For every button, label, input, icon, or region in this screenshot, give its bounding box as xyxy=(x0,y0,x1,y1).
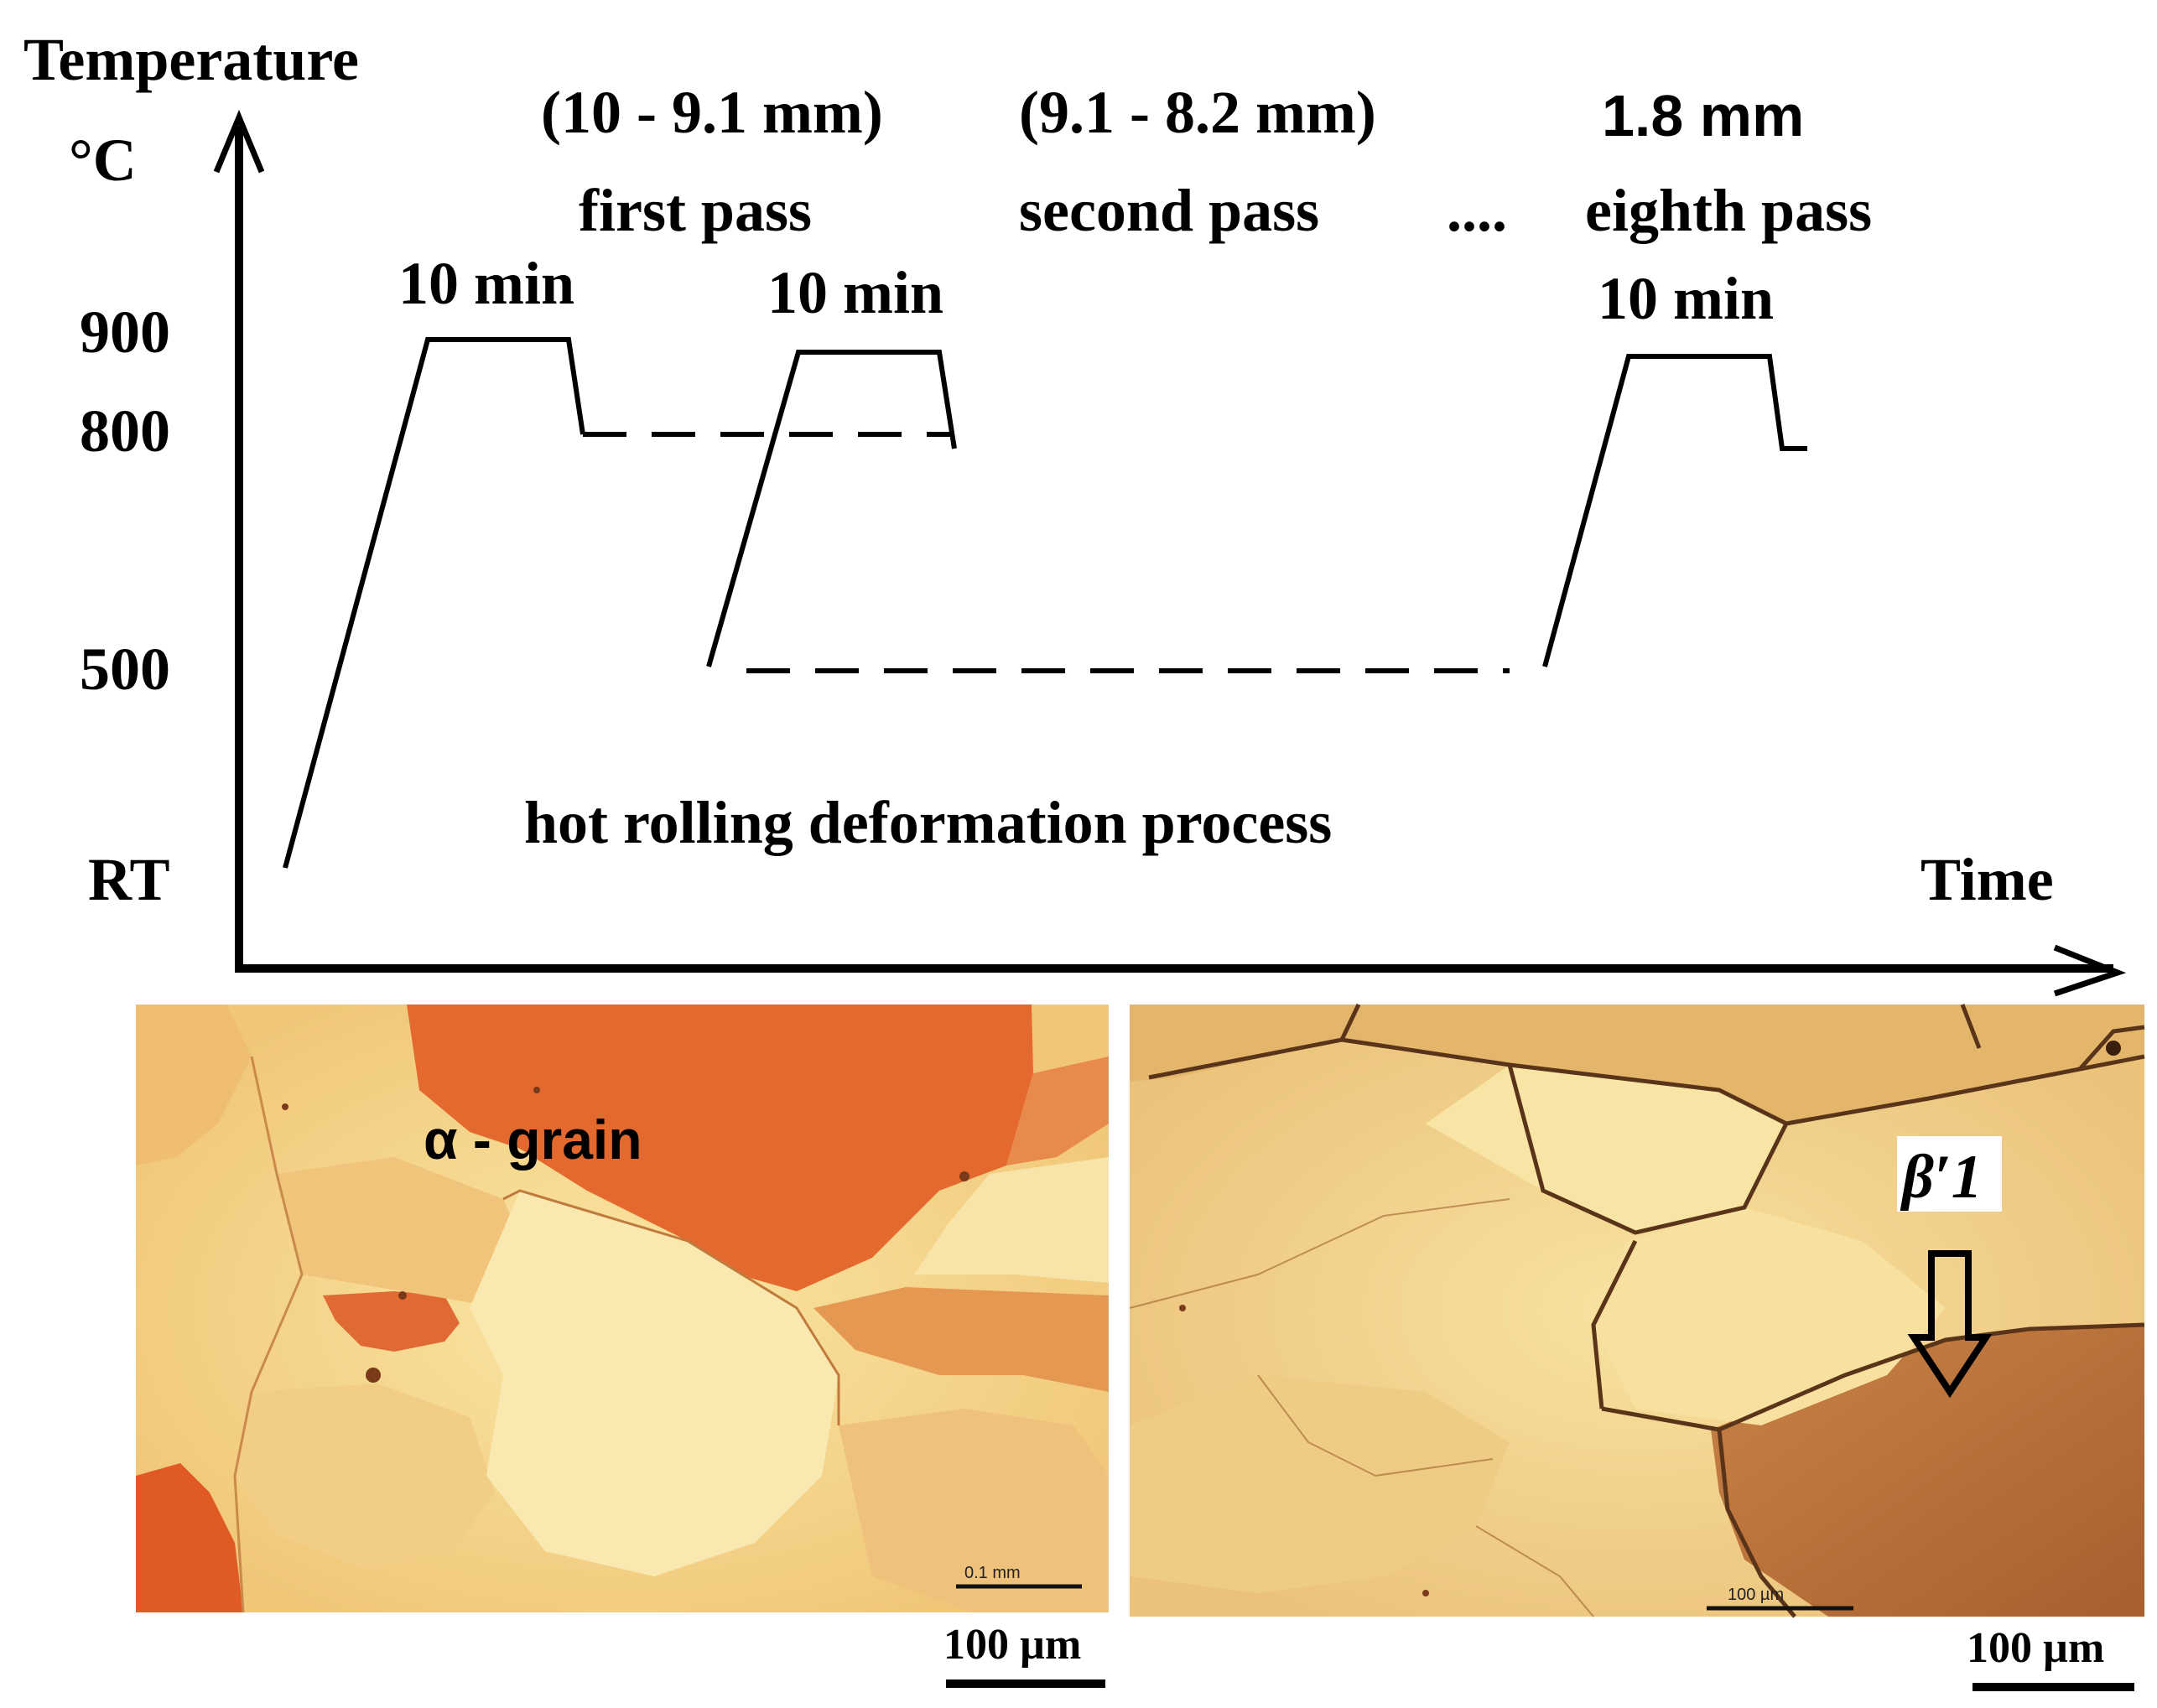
y-tick-500: 500 xyxy=(80,636,170,703)
grain-light-right xyxy=(914,1157,1109,1283)
pass2-thickness: (9.1 - 8.2 mm) xyxy=(1019,79,1376,146)
temperature-profile xyxy=(283,337,1807,869)
pass2-name: second pass xyxy=(1019,177,1319,244)
grain-boundaries-2 xyxy=(1148,1003,2145,1618)
grain-mid-lower xyxy=(235,1384,495,1568)
y-axis-arrowhead xyxy=(213,109,265,174)
y-tick-rt: RT xyxy=(88,846,170,913)
grain-mid-bottom xyxy=(839,1409,1109,1612)
ellipsis: .... xyxy=(1447,177,1507,244)
embedded-scale-text-1: 0.1 mm xyxy=(964,1564,1021,1582)
axes xyxy=(213,109,2127,997)
micrograph-beta-prime: 100 µm β′1 xyxy=(1129,1003,2145,1618)
grain-mid-right xyxy=(813,1287,1109,1392)
pass1-name: first pass xyxy=(579,177,812,244)
x-axis-arrowhead xyxy=(2053,944,2127,997)
grain-mid-left xyxy=(136,1005,252,1165)
pass8-profile xyxy=(1542,354,1807,667)
alpha-grain-label: α - grain xyxy=(424,1108,642,1171)
grain-dark-large xyxy=(407,1005,1033,1291)
grain-dark-bottom-left xyxy=(136,1463,243,1612)
pass1-profile xyxy=(283,337,585,869)
down-arrow-icon xyxy=(1907,1250,1993,1399)
pass8-name: eighth pass xyxy=(1585,177,1872,244)
pass8-hold: 10 min xyxy=(1598,265,1774,332)
grain-mid-center xyxy=(277,1157,537,1308)
grain-boundaries-2 xyxy=(502,1189,840,1425)
scale-bar-text-2: 100 µm xyxy=(1967,1624,2104,1672)
grain-light-center xyxy=(470,1191,839,1576)
grain-dark-right xyxy=(1006,1056,1109,1165)
grain-boundaries-1 xyxy=(233,1056,304,1613)
micrograph-alpha-grain: 0.1 mm α - grain xyxy=(136,1005,1109,1613)
pass2-hold: 10 min xyxy=(767,259,943,326)
grain-dark-small xyxy=(323,1291,460,1352)
pass2-profile xyxy=(706,350,957,667)
x-axis-title: Time xyxy=(1921,846,2054,913)
y-tick-900: 900 xyxy=(80,299,170,366)
process-label: hot rolling deformation process xyxy=(524,789,1332,856)
y-tick-800: 800 xyxy=(80,397,170,465)
y-axis-title: Temperature xyxy=(23,26,359,93)
grain-mid-left-2 xyxy=(1130,1375,1510,1593)
grain-light-top xyxy=(1426,1065,1786,1233)
beta-label-background xyxy=(1897,1136,2002,1212)
pass8-thickness: 1.8 mm xyxy=(1602,83,1804,148)
pass1-hold: 10 min xyxy=(398,250,574,317)
beta-prime-label: β′1 xyxy=(1900,1143,1983,1212)
grain-top-band xyxy=(1130,1005,2144,1124)
y-axis-unit: °C xyxy=(69,127,137,194)
scale-bar-text-1: 100 µm xyxy=(943,1621,1081,1669)
pass1-thickness: (10 - 9.1 mm) xyxy=(541,79,883,146)
embedded-scale-text-2: 100 µm xyxy=(1728,1586,1784,1604)
